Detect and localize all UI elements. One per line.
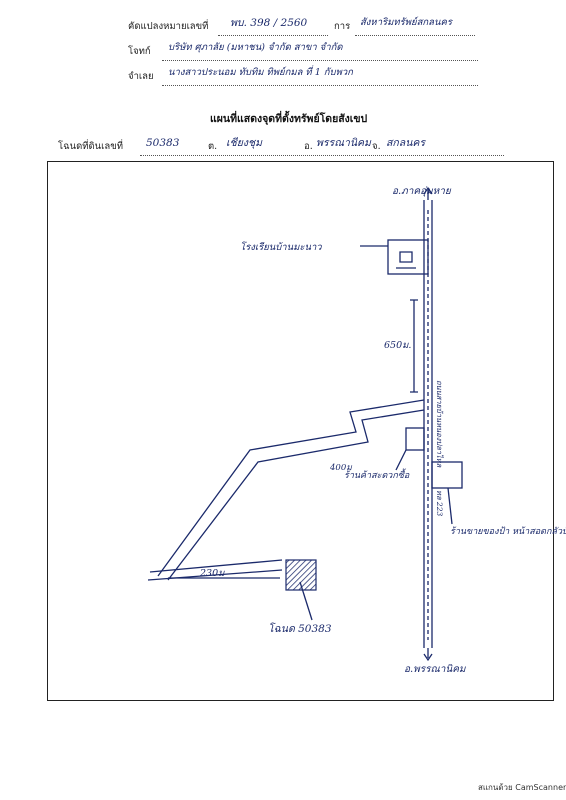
subdistrict-value: เชียงชุม (226, 137, 263, 149)
distance-650-label: 650ม. (384, 340, 411, 351)
deed-marker-label: โฉนด 50383 (268, 622, 332, 635)
school-flag-icon (396, 251, 416, 269)
plaintiff-underline (162, 60, 478, 61)
province-label: จ. (372, 141, 381, 152)
deed-number-value: 50383 (146, 137, 180, 149)
office-label: การ (334, 21, 351, 32)
defendant-value: นางสาวประนอม ทับทิม ทิพย์กมล ที่ 1 กับพว… (168, 67, 353, 78)
office-underline (355, 35, 475, 36)
deed-line-underline (140, 155, 504, 156)
deed-number-label: โฉนดที่ดินเลขที่ (58, 141, 123, 152)
plaintiff-value: บริษัท ศุภาลัย (มหาชน) จำกัด สาขา จำกัด (168, 42, 343, 53)
case-number-underline (218, 35, 328, 36)
shop-label: ร้านค้าสะดวกซื้อ (344, 468, 410, 481)
distance-650-ticks (410, 299, 418, 393)
defendant-underline (162, 85, 478, 86)
plaintiff-label: โจทก์ (128, 46, 151, 57)
bus-stop-building (431, 461, 463, 489)
road-name-label: ถนนสายบ้านหนองปลาไหล (435, 380, 444, 468)
map-frame (47, 161, 554, 701)
subdistrict-label: ต. (208, 141, 218, 152)
defendant-label: จำเลย (128, 71, 154, 82)
district-value: พรรณานิคม (316, 137, 371, 149)
shop-building (405, 427, 425, 451)
office-value: สังหาริมทรัพย์สกลนคร (360, 17, 452, 28)
branch-road-lower-edge (167, 409, 425, 581)
map-title: แผนที่แสดงจุดที่ตั้งทรัพย์โดยสังเขป (210, 113, 368, 125)
district-label: อ. (304, 141, 313, 152)
province-value: สกลนคร (386, 137, 426, 149)
north-arrow-icon (423, 186, 433, 200)
side-road-upper-edge (149, 559, 283, 573)
school-building (387, 239, 429, 275)
branch-road-upper-edge (157, 399, 425, 577)
distance-230-label: 230ม (199, 568, 225, 579)
school-label: โรงเรียนบ้านมะนาว (240, 241, 322, 253)
shop-leader-line (395, 449, 407, 471)
scanner-watermark: สแกนด้วย CamScanner (478, 783, 566, 792)
case-number-label: คัดแปลงหมายเลขที่ (128, 21, 209, 32)
top-direction-label: อ.ภาคอุ่มหาย (392, 186, 452, 197)
deed-plot-marker (285, 559, 317, 591)
south-arrow-icon (423, 648, 433, 662)
bus-stop-label: ร้านขายของป้า หน้าสอดกลัวบ้าน มะนาว (450, 526, 566, 537)
case-number-value: พบ. 398 / 2560 (230, 17, 308, 29)
road-code-label: ทล 223 (435, 490, 444, 516)
bottom-direction-label: อ.พรรณานิคม (404, 663, 467, 675)
bus-leader-line (447, 487, 453, 525)
distance-400-label: 400ม (329, 463, 352, 473)
